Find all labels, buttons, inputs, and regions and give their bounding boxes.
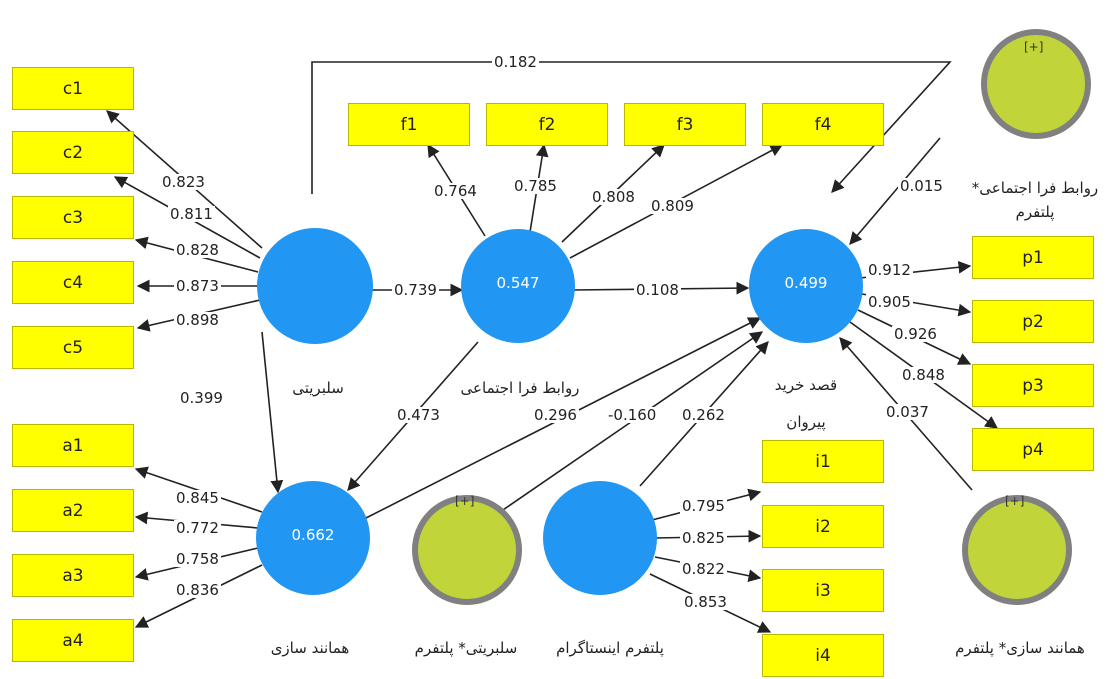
path-mod-identification-purchase: 0.037 [884, 403, 931, 421]
loading-a2: 0.772 [174, 519, 221, 537]
indicator-f4[interactable]: f4 [762, 103, 884, 146]
path-mod-parasocial-purchase: 0.015 [898, 177, 945, 195]
indicator-f1[interactable]: f1 [348, 103, 470, 146]
loading-p1: 0.912 [866, 261, 913, 279]
indicator-f3[interactable]: f3 [624, 103, 746, 146]
label-purchase-line1: قصد خرید [774, 376, 838, 394]
label-mod-parasocial-line2: پلتفرم [1015, 203, 1055, 221]
loading-i2: 0.825 [680, 529, 727, 547]
path-celebrity-purchase: 0.182 [492, 53, 539, 71]
label-mod-celebrity: سلبریتی* پلتفرم [414, 639, 518, 657]
path-parasocial-identification: 0.473 [395, 406, 442, 424]
indicator-p1[interactable]: p1 [972, 236, 1094, 279]
indicator-i1[interactable]: i1 [762, 440, 884, 483]
moderator-marker-identification[interactable]: [+] [1005, 494, 1025, 508]
indicator-p4[interactable]: p4 [972, 428, 1094, 471]
loading-f3: 0.808 [590, 188, 637, 206]
path-identification-purchase: 0.296 [532, 406, 579, 424]
indicator-c4[interactable]: c4 [12, 261, 134, 304]
loading-a1: 0.845 [174, 489, 221, 507]
indicator-i4[interactable]: i4 [762, 634, 884, 677]
indicator-p3[interactable]: p3 [972, 364, 1094, 407]
indicator-a2[interactable]: a2 [12, 489, 134, 532]
indicator-c5[interactable]: c5 [12, 326, 134, 369]
loading-i1: 0.795 [680, 497, 727, 515]
r2-purchase-intention: 0.499 [784, 274, 828, 292]
loading-c5: 0.898 [174, 311, 221, 329]
indicator-p2[interactable]: p2 [972, 300, 1094, 343]
label-platform: پلتفرم اینستاگرام [556, 639, 664, 657]
label-parasocial: روابط فرا اجتماعی [460, 379, 580, 397]
loading-p2: 0.905 [866, 293, 913, 311]
loading-c1: 0.823 [160, 173, 207, 191]
path-celebrity-parasocial: 0.739 [392, 281, 439, 299]
construct-purchase-intention[interactable] [749, 229, 863, 343]
moderator-identification-platform[interactable] [962, 495, 1072, 605]
moderator-celebrity-platform[interactable] [412, 495, 522, 605]
loading-c2: 0.811 [168, 205, 215, 223]
label-mod-identification: همانند سازی* پلتفرم [955, 639, 1085, 657]
indicator-i2[interactable]: i2 [762, 505, 884, 548]
label-mod-parasocial-line1: روابط فرا اجتماعی* [971, 179, 1099, 197]
loading-c4: 0.873 [174, 277, 221, 295]
construct-celebrity[interactable] [257, 228, 373, 344]
indicator-a3[interactable]: a3 [12, 554, 134, 597]
label-identification: همانند سازی [270, 639, 350, 657]
path-parasocial-purchase: 0.108 [634, 281, 681, 299]
loading-p4: 0.848 [900, 366, 947, 384]
path-platform-purchase: 0.262 [680, 406, 727, 424]
construct-identification[interactable] [256, 481, 370, 595]
loading-f4: 0.809 [649, 197, 696, 215]
indicator-a4[interactable]: a4 [12, 619, 134, 662]
label-purchase-line2: پیروان [786, 413, 826, 431]
construct-platform[interactable] [543, 481, 657, 595]
path-mod-celebrity-purchase: -0.160 [606, 406, 659, 424]
r2-parasocial: 0.547 [496, 274, 540, 292]
indicator-a1[interactable]: a1 [12, 424, 134, 467]
loading-a3: 0.758 [174, 550, 221, 568]
moderator-marker-parasocial[interactable]: [+] [1024, 40, 1044, 54]
loading-f1: 0.764 [432, 182, 479, 200]
label-celebrity: سلبریتی [292, 379, 344, 397]
loading-a4: 0.836 [174, 581, 221, 599]
indicator-c3[interactable]: c3 [12, 196, 134, 239]
moderator-parasocial-platform[interactable] [981, 29, 1091, 139]
loading-c3: 0.828 [174, 241, 221, 259]
moderator-marker-celebrity[interactable]: [+] [455, 494, 475, 508]
path-celebrity-identification: 0.399 [178, 389, 225, 407]
r2-identification: 0.662 [291, 526, 335, 544]
loading-f2: 0.785 [512, 177, 559, 195]
loading-i3: 0.822 [680, 560, 727, 578]
indicator-c2[interactable]: c2 [12, 131, 134, 174]
loading-p3: 0.926 [892, 325, 939, 343]
construct-parasocial[interactable] [461, 229, 575, 343]
indicator-i3[interactable]: i3 [762, 569, 884, 612]
indicator-f2[interactable]: f2 [486, 103, 608, 146]
indicator-c1[interactable]: c1 [12, 67, 134, 110]
loading-i4: 0.853 [682, 593, 729, 611]
